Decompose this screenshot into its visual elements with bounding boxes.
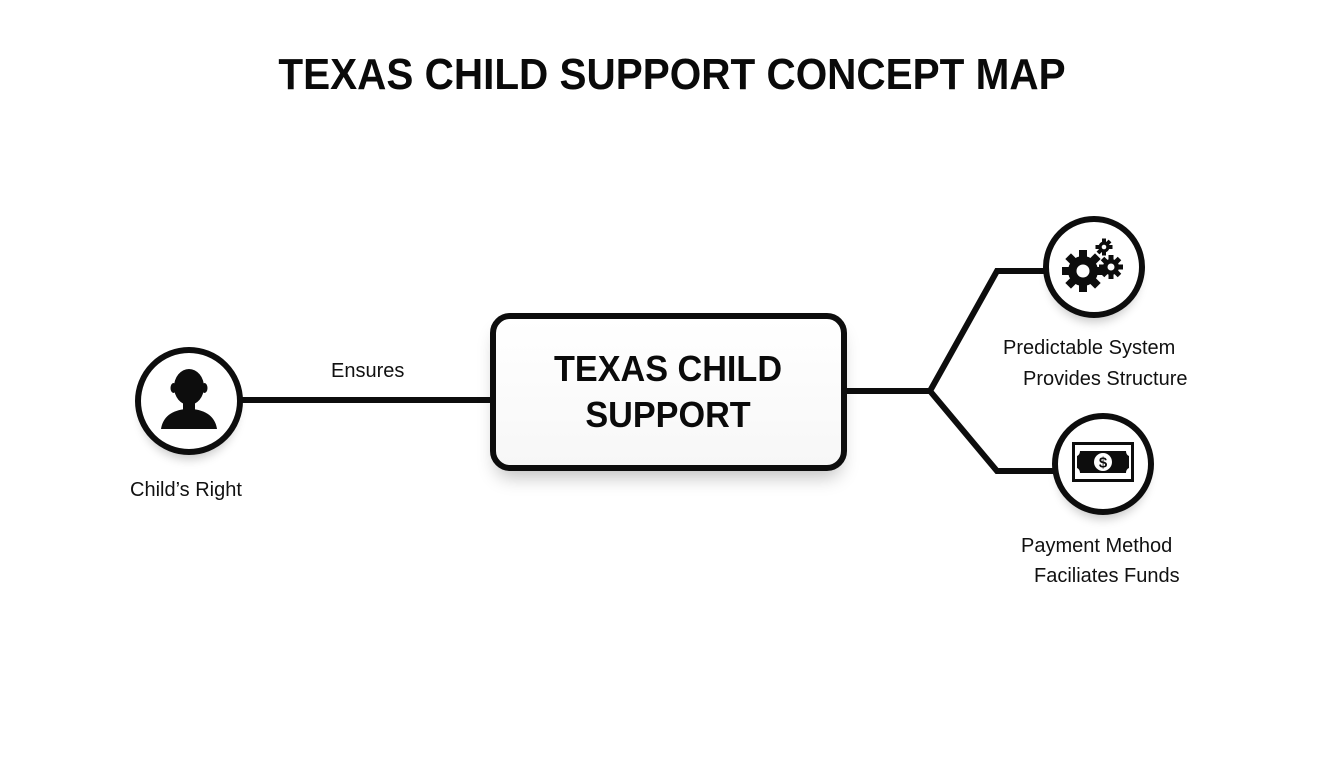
center-node-line1: TEXAS CHILD [554, 348, 783, 389]
texas-child-support-center-node[interactable]: TEXAS CHILD SUPPORT [490, 313, 847, 471]
payment-method-label-line1: Payment Method [1021, 535, 1173, 557]
gears-icon [1061, 235, 1127, 300]
ensures-edge-label: Ensures [331, 360, 405, 382]
center-node-line2: SUPPORT [585, 394, 752, 435]
edge-center-to-payment-method [927, 389, 1057, 474]
payment-method-node[interactable]: $ [1052, 413, 1154, 515]
childs-right-node[interactable] [135, 347, 243, 455]
predictable-system-label-line2: Provides Structure [1023, 368, 1188, 390]
edge-center-to-predictable-system [845, 268, 1048, 394]
payment-method-label-line2: Faciliates Funds [1034, 565, 1180, 587]
predictable-system-label-line1: Predictable System [1003, 337, 1176, 359]
dollar-bill-icon: $ [1072, 441, 1134, 487]
svg-text:$: $ [1099, 454, 1108, 471]
person-silhouette-icon [159, 367, 219, 436]
predictable-system-node[interactable] [1043, 216, 1145, 318]
page-title: TEXAS CHILD SUPPORT CONCEPT MAP [278, 50, 1066, 99]
childs-right-label: Child’s Right [130, 479, 242, 501]
